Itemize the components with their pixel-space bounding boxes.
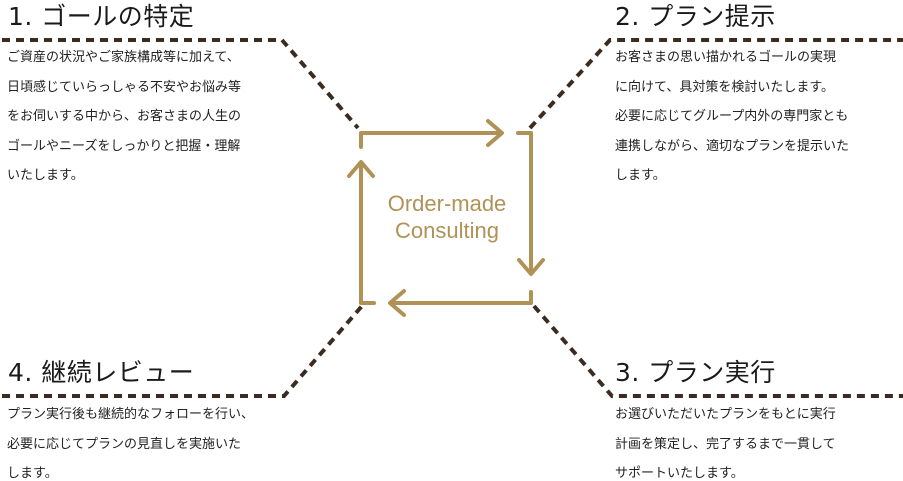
arrow-left-bottom bbox=[388, 289, 533, 317]
step3-line: 計画を策定し、完了するまで一貫して bbox=[615, 436, 836, 452]
step1-dashed-connector bbox=[2, 38, 360, 130]
arrow-up-left bbox=[347, 160, 376, 305]
step1-description: ご資産の状況やご家族構成等に加えて、 日頃感じていらっしゃる不安やお悩み等 をお… bbox=[7, 43, 241, 191]
step2-line: 必要に応じてグループ内外の専門家とも bbox=[615, 109, 849, 124]
step4-line: 必要に応じてプランの見直しを実施いた bbox=[7, 436, 242, 452]
step2-description: お客さまの思い描かれるゴールの実現 に向けて、具対策を検討いたします。 必要に応… bbox=[615, 43, 849, 191]
step2-title: 2. プラン提示 bbox=[615, 2, 776, 31]
center-label-line1: Order-made bbox=[387, 191, 507, 216]
step2-line: に向けて、具対策を検討いたします。 bbox=[615, 79, 835, 95]
step1-line: いたします。 bbox=[7, 168, 84, 183]
step2-line: 連携しながら、適切なプランを提示いた bbox=[615, 138, 850, 154]
step1-title: 1. ゴールの特定 bbox=[8, 2, 195, 31]
step1-line: ゴールやニーズをしっかりと把握・理解 bbox=[7, 138, 241, 154]
step2-line: します。 bbox=[615, 168, 666, 183]
step3-title: 3. プラン実行 bbox=[615, 358, 776, 387]
step1-line: 日頃感じていらっしゃる不安やお悩み等 bbox=[7, 79, 242, 95]
step4-description: プラン実行後も継続的なフォローを行い、 必要に応じてプランの見直しを実施いた し… bbox=[7, 400, 254, 481]
step4-title: 4. 継続レビュー bbox=[8, 358, 195, 387]
step3-description: お選びいただいたプランをもとに実行 計画を策定し、完了するまで一貫して サポート… bbox=[615, 400, 836, 481]
center-label: Order-made Consulting bbox=[360, 190, 534, 244]
step2-line: お客さまの思い描かれるゴールの実現 bbox=[615, 50, 837, 65]
step1-line: ご資産の状況やご家族構成等に加えて、 bbox=[7, 50, 240, 65]
arrow-right-top bbox=[359, 119, 504, 149]
step4-dashed-connector bbox=[2, 304, 364, 398]
center-label-line2: Consulting bbox=[395, 218, 499, 243]
step3-dashed-connector bbox=[532, 304, 903, 398]
step3-line: お選びいただいたプランをもとに実行 bbox=[615, 407, 836, 422]
step4-line: プラン実行後も継続的なフォローを行い、 bbox=[7, 407, 255, 422]
step2-dashed-connector bbox=[528, 38, 903, 130]
step1-line: をお伺いする中から、お客さまの人生の bbox=[7, 109, 242, 124]
step3-line: サポートいたします。 bbox=[615, 466, 744, 481]
arrow-down-right bbox=[516, 131, 545, 276]
step4-line: します。 bbox=[7, 466, 58, 481]
